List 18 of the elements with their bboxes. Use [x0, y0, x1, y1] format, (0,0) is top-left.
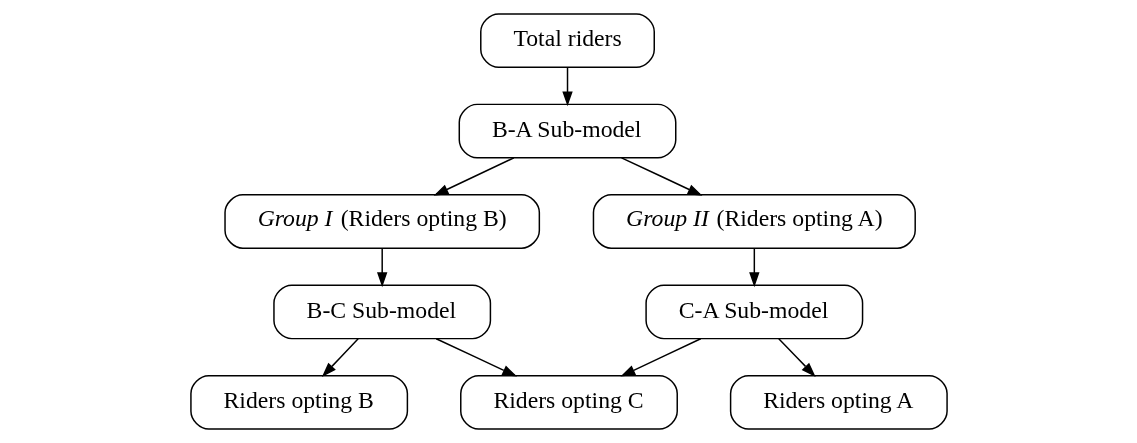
- arrow: [376, 247, 387, 288]
- arrow: [321, 338, 359, 377]
- arrow: [435, 338, 517, 377]
- node-box: Group I (Riders opting B): [223, 194, 540, 249]
- node-box: Riders opting C: [459, 374, 678, 430]
- node-box: Riders opting B: [189, 374, 408, 430]
- arrow: [619, 338, 701, 377]
- node-box: B-C Sub-model: [272, 284, 491, 340]
- node-box: B-A Sub-model: [458, 103, 676, 159]
- arrow: [561, 66, 573, 107]
- arrow: [620, 157, 702, 196]
- node-box: C-A Sub-model: [644, 284, 863, 340]
- node-box: Group II (Riders opting A): [592, 194, 916, 249]
- node-box: Total riders: [479, 13, 655, 69]
- arrow: [433, 157, 515, 196]
- arrow: [777, 338, 816, 377]
- arrow: [748, 247, 760, 288]
- node-box: Riders opting A: [729, 374, 948, 430]
